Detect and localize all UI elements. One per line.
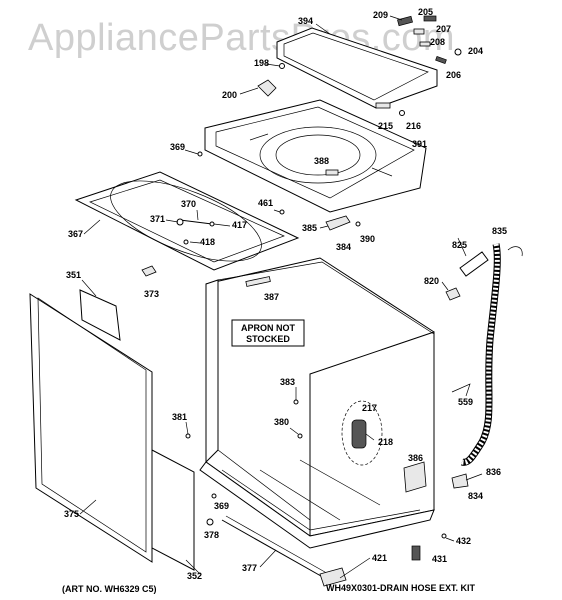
label-394: 394: [298, 16, 313, 26]
label-431: 431: [432, 554, 447, 564]
bracket-385: [325, 215, 351, 231]
label-352: 352: [187, 571, 202, 581]
screw-369-top: [197, 151, 203, 157]
bracket-559: [451, 383, 471, 397]
label-209: 209: [373, 10, 388, 20]
label-375: 375: [64, 509, 79, 519]
label-461: 461: [258, 198, 273, 208]
art-number-caption: (ART NO. WH6329 C5): [62, 584, 157, 594]
screw-380: [297, 433, 303, 439]
clamp-834: [451, 473, 469, 489]
lid-assembly: [276, 27, 438, 109]
label-216: 216: [406, 121, 421, 131]
label-205: 205: [418, 7, 433, 17]
pump-386: [403, 461, 427, 493]
label-380: 380: [274, 417, 289, 427]
label-417: 417: [232, 220, 247, 230]
motor: [341, 400, 383, 466]
label-559: 559: [458, 397, 473, 407]
label-351: 351: [66, 270, 81, 280]
label-390: 390: [360, 234, 375, 244]
rod-370: [179, 219, 213, 225]
screw-417: [209, 221, 215, 227]
screw-381: [185, 433, 191, 439]
label-834: 834: [468, 491, 483, 501]
label-387: 387: [264, 292, 279, 302]
kick-panel-352: [151, 449, 195, 571]
label-370: 370: [181, 199, 196, 209]
screw-198: [279, 63, 285, 69]
side-panel: [79, 289, 121, 341]
strip-377: [221, 519, 329, 581]
screw-461: [279, 209, 285, 215]
label-215: 215: [378, 121, 393, 131]
label-208: 208: [430, 37, 445, 47]
drain-hose: [459, 243, 523, 466]
screw-383: [293, 399, 299, 405]
label-369-top: 369: [170, 142, 185, 152]
screw-369-bottom: [211, 493, 217, 499]
label-200: 200: [222, 90, 237, 100]
label-369-bottom: 369: [214, 501, 229, 511]
label-373: 373: [144, 289, 159, 299]
label-217: 217: [362, 403, 377, 413]
part-labels: 394 209 205 207 208 204 206 198 200 215 …: [64, 7, 507, 581]
label-835: 835: [492, 226, 507, 236]
leader-lines: [79, 15, 483, 579]
label-377: 377: [242, 563, 257, 573]
label-386: 386: [408, 453, 423, 463]
clip-373: [141, 265, 157, 277]
label-371: 371: [150, 214, 165, 224]
front-panel: [29, 293, 153, 563]
label-207: 207: [436, 24, 451, 34]
label-367: 367: [68, 229, 83, 239]
cabinet: [199, 257, 435, 549]
screw-390: [355, 221, 361, 227]
foot-378: [206, 518, 214, 526]
label-206: 206: [446, 70, 461, 80]
screw-418: [183, 239, 189, 245]
label-825: 825: [452, 240, 467, 250]
bracket-421: [319, 567, 347, 587]
label-820: 820: [424, 276, 439, 286]
drain-hose-kit-caption: WH49X0301-DRAIN HOSE EXT. KIT: [326, 583, 476, 593]
label-391: 391: [412, 139, 427, 149]
apron-note-line1: APRON NOT: [241, 323, 296, 333]
label-198: 198: [254, 58, 269, 68]
label-385: 385: [302, 223, 317, 233]
label-384: 384: [336, 242, 351, 252]
apron-note-line2: STOCKED: [246, 334, 290, 344]
label-836: 836: [486, 467, 501, 477]
label-432: 432: [456, 536, 471, 546]
label-204: 204: [468, 46, 483, 56]
label-388: 388: [314, 156, 329, 166]
label-421: 421: [372, 553, 387, 563]
label-418: 418: [200, 237, 215, 247]
label-378: 378: [204, 530, 219, 540]
screw-432: [441, 533, 447, 539]
apron-note: APRON NOT STOCKED: [231, 319, 305, 347]
hinge-parts: [375, 15, 462, 116]
clip-820: [445, 287, 461, 301]
label-381: 381: [172, 412, 187, 422]
label-383: 383: [280, 377, 295, 387]
watermark-text: AppliancePartsPros.com: [28, 17, 455, 59]
top-cover: [204, 99, 427, 213]
lid-handle-200: [257, 79, 277, 97]
label-218: 218: [378, 437, 393, 447]
leg-431: [411, 545, 421, 561]
